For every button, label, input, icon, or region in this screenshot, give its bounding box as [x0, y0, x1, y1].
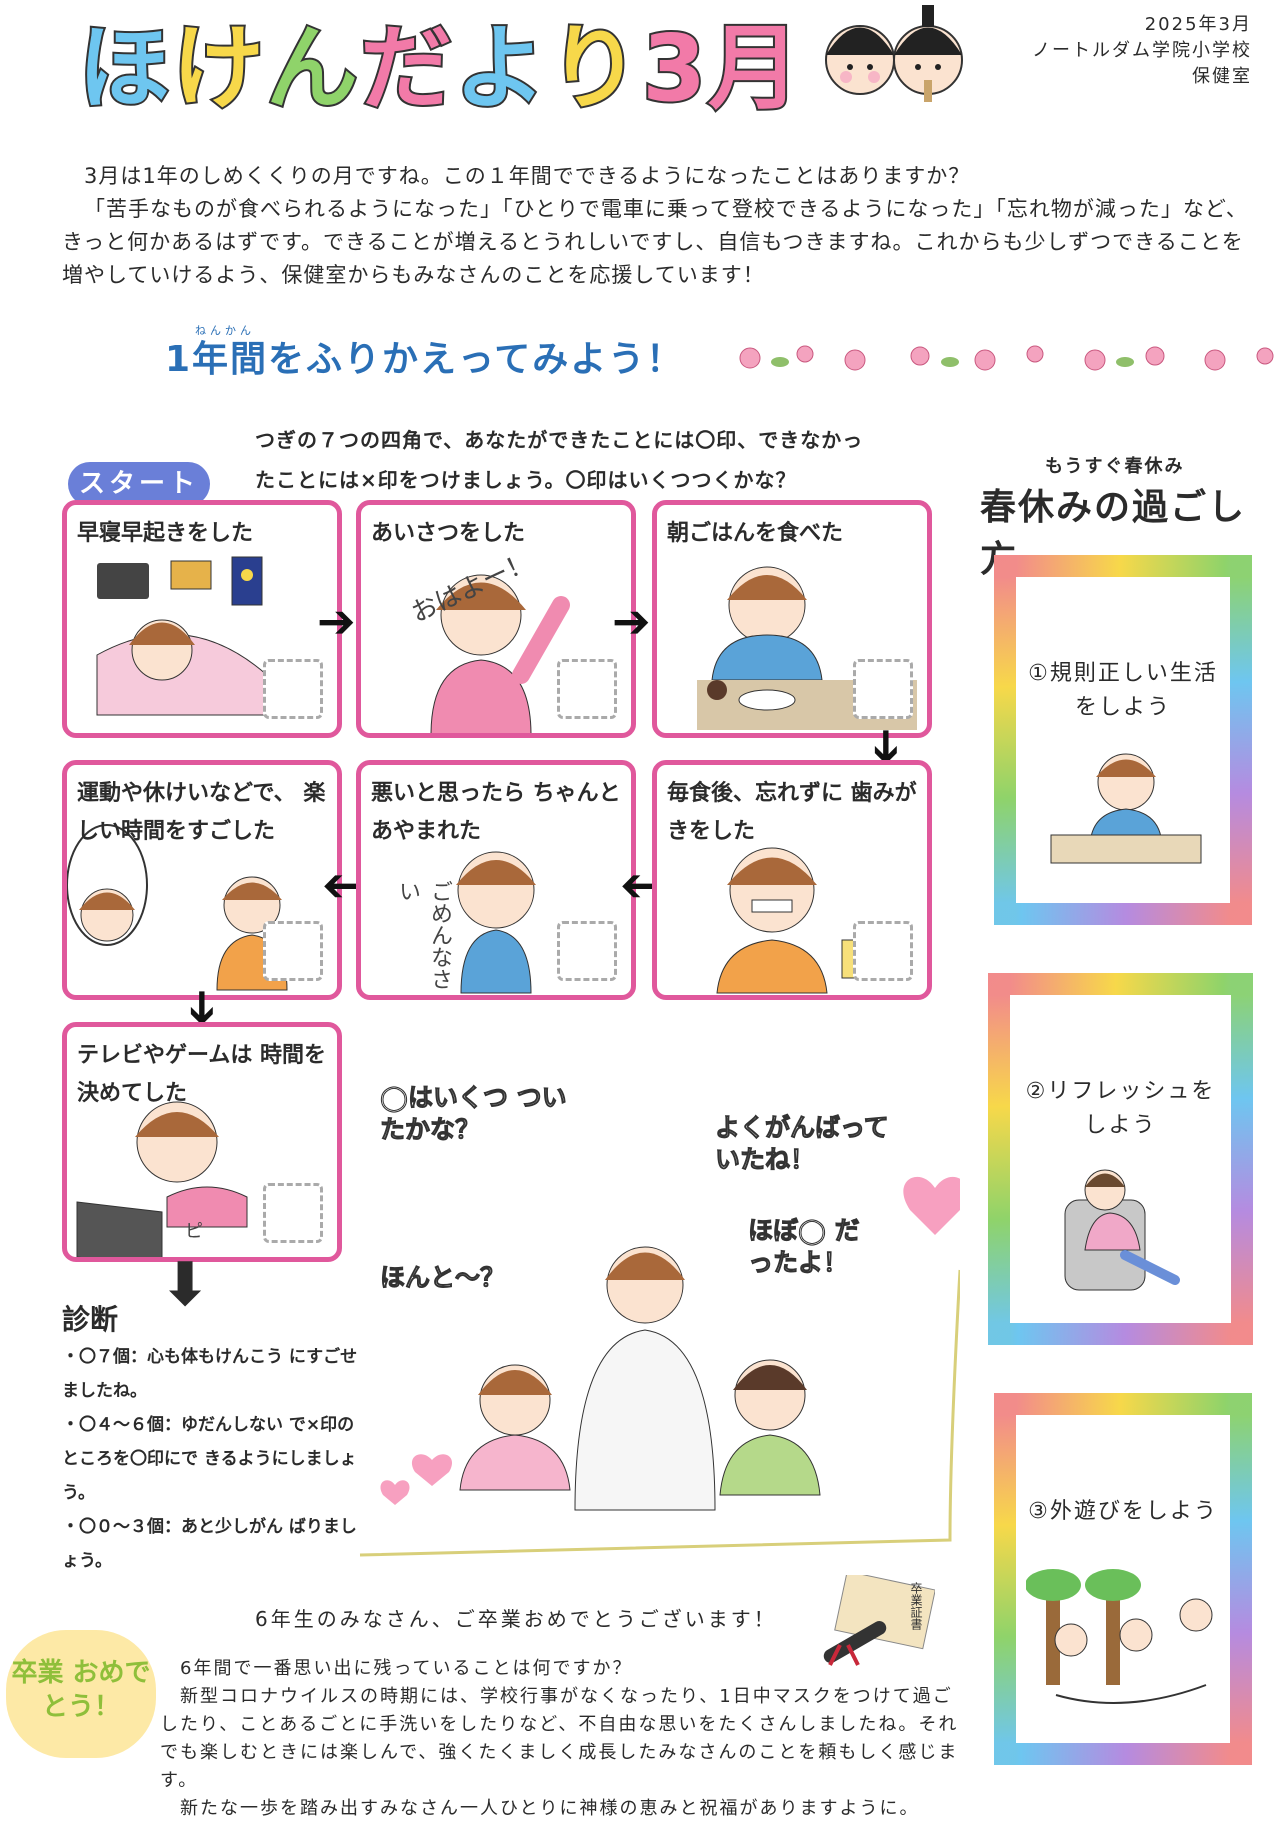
flower-decoration-strip — [739, 345, 1274, 371]
nurse-children-illustration — [359, 1176, 960, 1557]
intro-text: 3月は1年のしめくくりの月ですね。この１年間でできるようになったことはありますか… — [62, 160, 1252, 292]
graduation-line: 新たな一歩を踏み出すみなさん一人ひとりに神様の恵みと祝福がありますように。 — [180, 1798, 920, 1819]
spring-card-text: ③外遊びをしよう — [1028, 1499, 1218, 1524]
breakfast-child-illustration — [697, 566, 917, 730]
newsletter-title: ほけんだより3月 — [76, 13, 803, 124]
answer-checkbox[interactable] — [263, 659, 323, 719]
answer-checkbox[interactable] — [263, 1183, 323, 1243]
spring-card: ③外遊びをしよう — [994, 1393, 1252, 1765]
answer-checkbox[interactable] — [557, 921, 617, 981]
checkbox-label: 運動や休けいなどで、 楽しい時間をすごした — [77, 781, 326, 844]
spring-card-text: ②リフレッシュを しよう — [1025, 1079, 1216, 1138]
outdoor-play-icon — [1026, 1569, 1213, 1704]
graduation-message: 6年間で一番思い出に残っていることは何ですか？ 新型コロナウイルスの時期には、学… — [160, 1655, 960, 1823]
checkbox-card: テレビやゲームは 時間を決めてした ピ — [62, 1022, 342, 1262]
speech-text: ごめんなさい — [395, 880, 452, 990]
arrow-left-icon: ➔ — [322, 861, 361, 915]
spring-card-text: ①規則正しい生活 をしよう — [1028, 661, 1218, 720]
checkbox-label: 早寝早起きをした — [77, 521, 254, 546]
question-bubble: ◯はいくつ ついたかな？ — [380, 1083, 568, 1145]
spring-card: ①規則正しい生活 をしよう — [994, 555, 1252, 925]
title-char: 月 — [706, 13, 803, 124]
diploma-icon — [823, 1575, 935, 1666]
school-name: ノートルダム学院小学校 — [1032, 40, 1252, 61]
intro-line: 「苦手なものが食べられるようになった」「ひとりで電車に乗って登校できるようになっ… — [62, 197, 1248, 287]
diagnosis-item: ・〇４～６個：ゆだんしない で×印のところを〇印にで きるようにしましょう。 — [62, 1415, 357, 1503]
office-name: 保健室 — [1192, 66, 1252, 87]
answer-checkbox[interactable] — [853, 921, 913, 981]
tv-time-child-illustration — [76, 1101, 248, 1257]
brushing-teeth-illustration — [716, 847, 871, 994]
quiz-instructions: つぎの７つの四角で、あなたができたことには〇印、できなかっ たことには×印をつけ… — [255, 420, 945, 500]
issue-date: 2025年3月 — [1144, 14, 1252, 35]
answer-checkbox[interactable] — [557, 659, 617, 719]
checkbox-card: 毎食後、忘れずに 歯みがきをした — [652, 760, 932, 1000]
hina-dolls-illustration — [825, 5, 963, 102]
graduation-badge-text: 卒業 おめでとう！ — [11, 1658, 151, 1722]
school-info: 2025年3月 ノートルダム学院小学校 保健室 — [1032, 12, 1252, 90]
checkbox-label: 悪いと思ったら ちゃんとあやまれた — [371, 781, 621, 844]
diagnosis-item: ・〇７個：心も体もけんこう にすごせましたね。 — [62, 1347, 358, 1401]
title-char: ほ — [76, 13, 173, 124]
instruction-line: たことには×印をつけましょう。〇印はいくつつくかな？ — [255, 468, 797, 492]
checkbox-label: 朝ごはんを食べた — [667, 521, 844, 546]
answer-checkbox[interactable] — [853, 659, 913, 719]
speech-text: ピ — [185, 1221, 203, 1242]
title-char: よ — [452, 13, 549, 124]
checkbox-card: 運動や休けいなどで、 楽しい時間をすごした — [62, 760, 342, 1000]
doubt-bubble: ほんと～？ — [380, 1263, 506, 1293]
greeting-child-illustration — [430, 574, 570, 733]
title-char: だ — [358, 13, 455, 124]
instruction-line: つぎの７つの四角で、あなたができたことには〇印、できなかっ — [255, 428, 864, 452]
section-title-ruby: ねんかん — [195, 324, 255, 337]
title-char: 3 — [640, 13, 709, 124]
spring-card: ②リフレッシュを しよう — [988, 973, 1253, 1345]
graduation-title: 6年生のみなさん、ご卒業おめでとうございます！ — [255, 1607, 777, 1631]
title-char: り — [546, 13, 643, 124]
arrow-down-icon: ⬇ — [160, 1250, 211, 1320]
apologizing-child-illustration — [456, 851, 536, 994]
checkbox-card: 悪いと思ったら ちゃんとあやまれた ごめんなさい — [356, 760, 636, 1000]
section-title: 1年間をふりかえってみよう！ — [165, 339, 685, 380]
checkbox-card: 早寝早起きをした — [62, 500, 342, 738]
eating-child-icon — [1050, 753, 1202, 864]
answer-checkbox[interactable] — [263, 921, 323, 981]
arrow-right-icon: ➔ — [317, 594, 356, 648]
graduation-line: 新型コロナウイルスの時期には、学校行事がなくなったり、1日中マスクをつけて過ごし… — [160, 1686, 959, 1791]
arrow-right-icon: ➔ — [612, 594, 651, 648]
spring-break-subtitle: もうすぐ春休み — [1045, 456, 1185, 477]
checkbox-label: 毎食後、忘れずに 歯みがきをした — [667, 781, 917, 844]
checkbox-card: 朝ごはんを食べた — [652, 500, 932, 738]
title-char: け — [170, 13, 267, 124]
relaxing-woman-icon — [1064, 1169, 1180, 1291]
checkbox-label: テレビやゲームは 時間を決めてした — [77, 1043, 327, 1106]
diagnosis-title: 診断 — [62, 1303, 119, 1336]
praise-bubble: よくがんばって いたね！ — [715, 1113, 890, 1175]
title-char: ん — [264, 13, 361, 124]
graduation-badge: 卒業 おめでとう！ — [6, 1630, 156, 1758]
answer-bubble: ほぼ◯ だったよ！ — [748, 1216, 861, 1278]
diagnosis-item: ・〇０～３個：あと少しがん ばりましょう。 — [62, 1517, 357, 1571]
sleeping-child-illustration — [96, 556, 268, 716]
diploma-text: 卒業証書 — [909, 1582, 923, 1630]
intro-line: 3月は1年のしめくくりの月ですね。この１年間でできるようになったことはありますか… — [84, 164, 971, 188]
start-badge: スタート — [68, 462, 210, 506]
diagnosis: 診断 ・〇７個：心も体もけんこう にすごせましたね。 ・〇４～６個：ゆだんしない… — [62, 1300, 362, 1578]
checkbox-label: あいさつをした — [371, 521, 526, 546]
graduation-line: 6年間で一番思い出に残っていることは何ですか？ — [180, 1658, 633, 1679]
checkbox-card: あいさつをした おはよー！ — [356, 500, 636, 738]
